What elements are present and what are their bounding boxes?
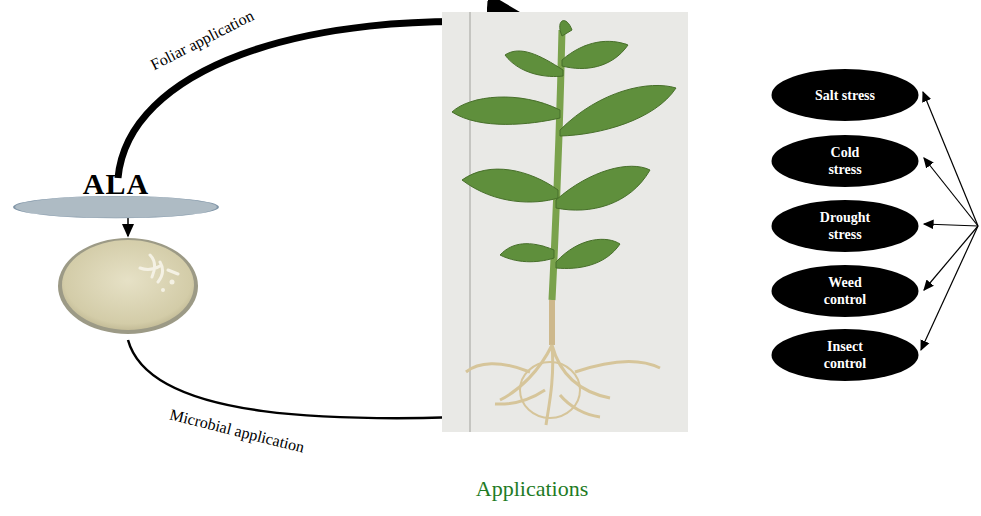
application-label: Drought stress: [813, 209, 877, 243]
pointer-lines: [921, 92, 978, 350]
application-ellipse: Salt stress: [770, 68, 920, 122]
ellipse-shape: [770, 199, 920, 253]
plant-photo: [442, 12, 688, 432]
application-ellipse: Insect control: [770, 328, 920, 382]
application-label: Cold stress: [813, 144, 877, 178]
application-ellipse: Cold stress: [770, 134, 920, 188]
application-ellipse: Weed control: [770, 264, 920, 318]
substance-disc: ALA: [12, 165, 220, 219]
ellipse-shape: [770, 134, 920, 188]
caption: Applications: [476, 476, 588, 502]
application-ellipse: Drought stress: [770, 199, 920, 253]
application-label: Weed control: [813, 274, 877, 308]
arrow-label: Foliar application: [146, 6, 259, 75]
ellipse-shape: [770, 264, 920, 318]
down-arrow: [127, 218, 129, 236]
substance-name: ALA: [83, 167, 149, 201]
petri-dish: [58, 238, 198, 334]
ellipse-shape: [770, 328, 920, 382]
application-label: Salt stress: [813, 87, 877, 104]
application-label: Insect control: [813, 338, 877, 372]
